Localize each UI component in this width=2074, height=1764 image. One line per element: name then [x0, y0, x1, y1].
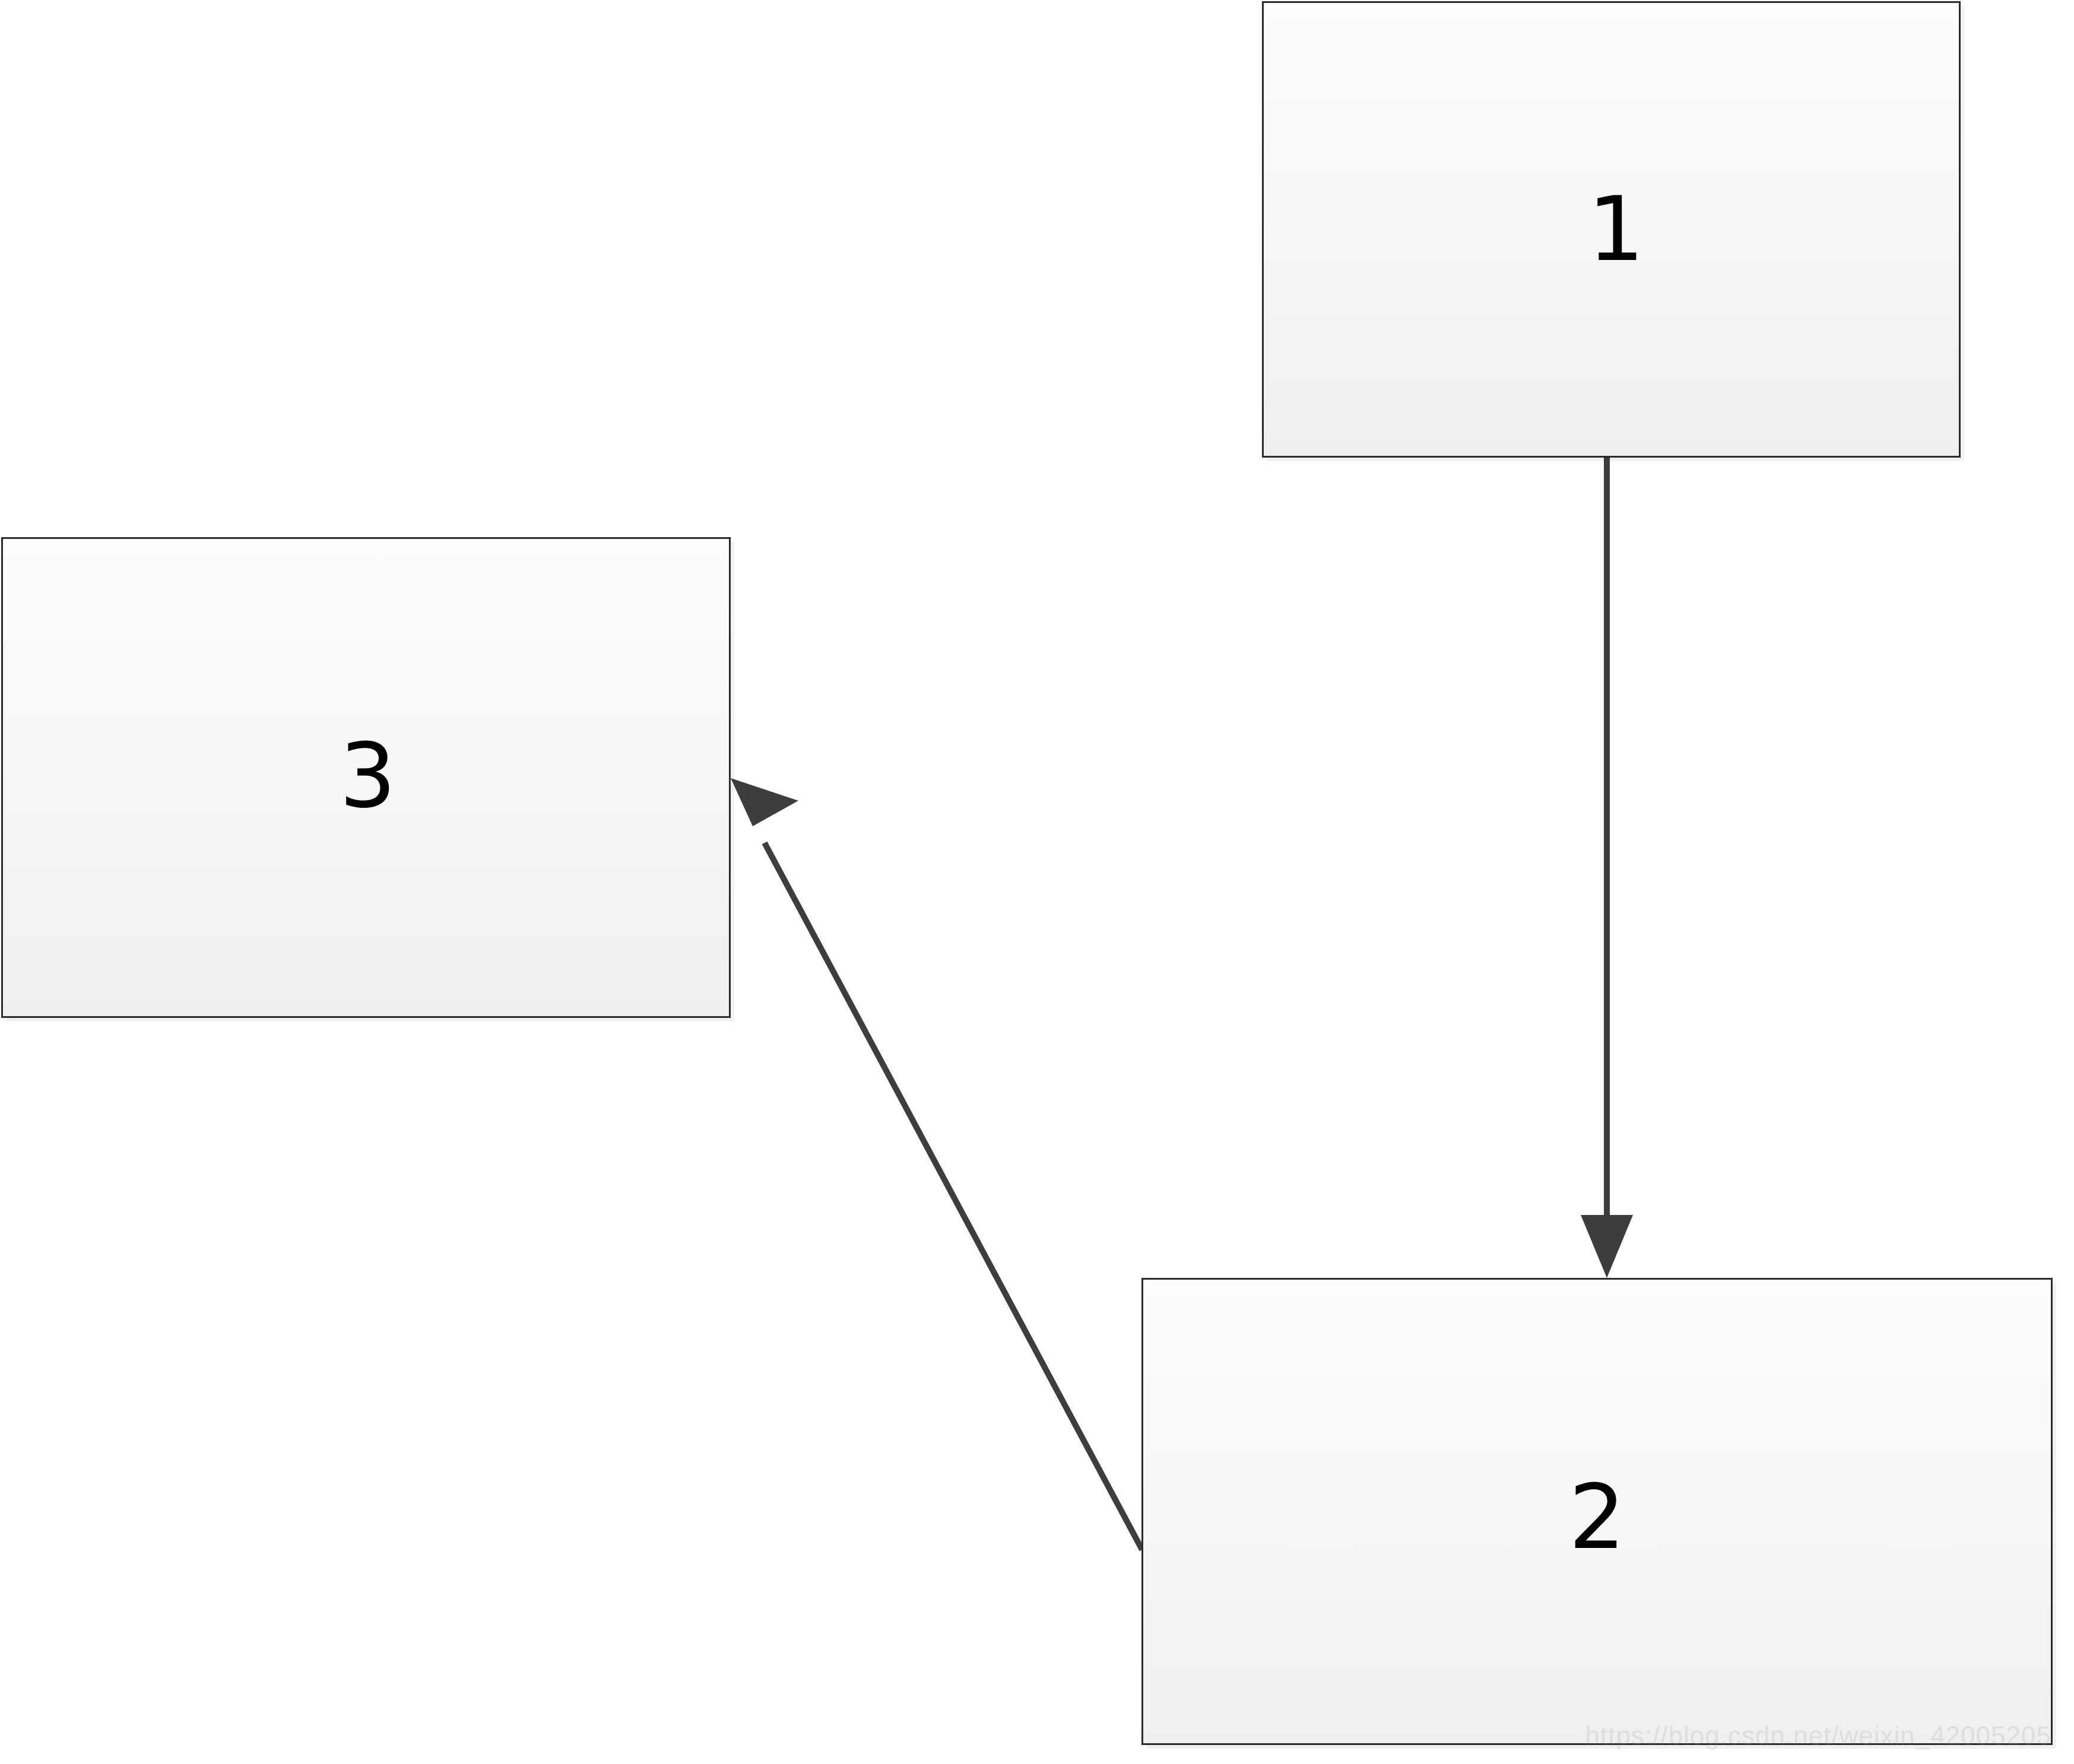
edge-2-to-3	[731, 778, 1145, 1552]
node-1-label: 1	[1587, 177, 1645, 281]
flowchart-node-1[interactable]: 1	[1262, 1, 1961, 458]
edge-2-to-3-arrowhead	[731, 778, 798, 826]
flowchart-node-2[interactable]: 2	[1141, 1278, 2053, 1745]
watermark-text: https://blog.csdn.net/weixin_42005205	[1585, 1721, 2051, 1750]
edge-2-to-3-line	[762, 841, 1145, 1552]
node-2-label: 2	[1568, 1465, 1626, 1569]
flowchart-node-3[interactable]: 3	[1, 537, 731, 1018]
edge-1-to-2-arrowhead	[1581, 1215, 1633, 1278]
node-3-label: 3	[339, 725, 397, 828]
edge-1-to-2	[1581, 458, 1633, 1278]
